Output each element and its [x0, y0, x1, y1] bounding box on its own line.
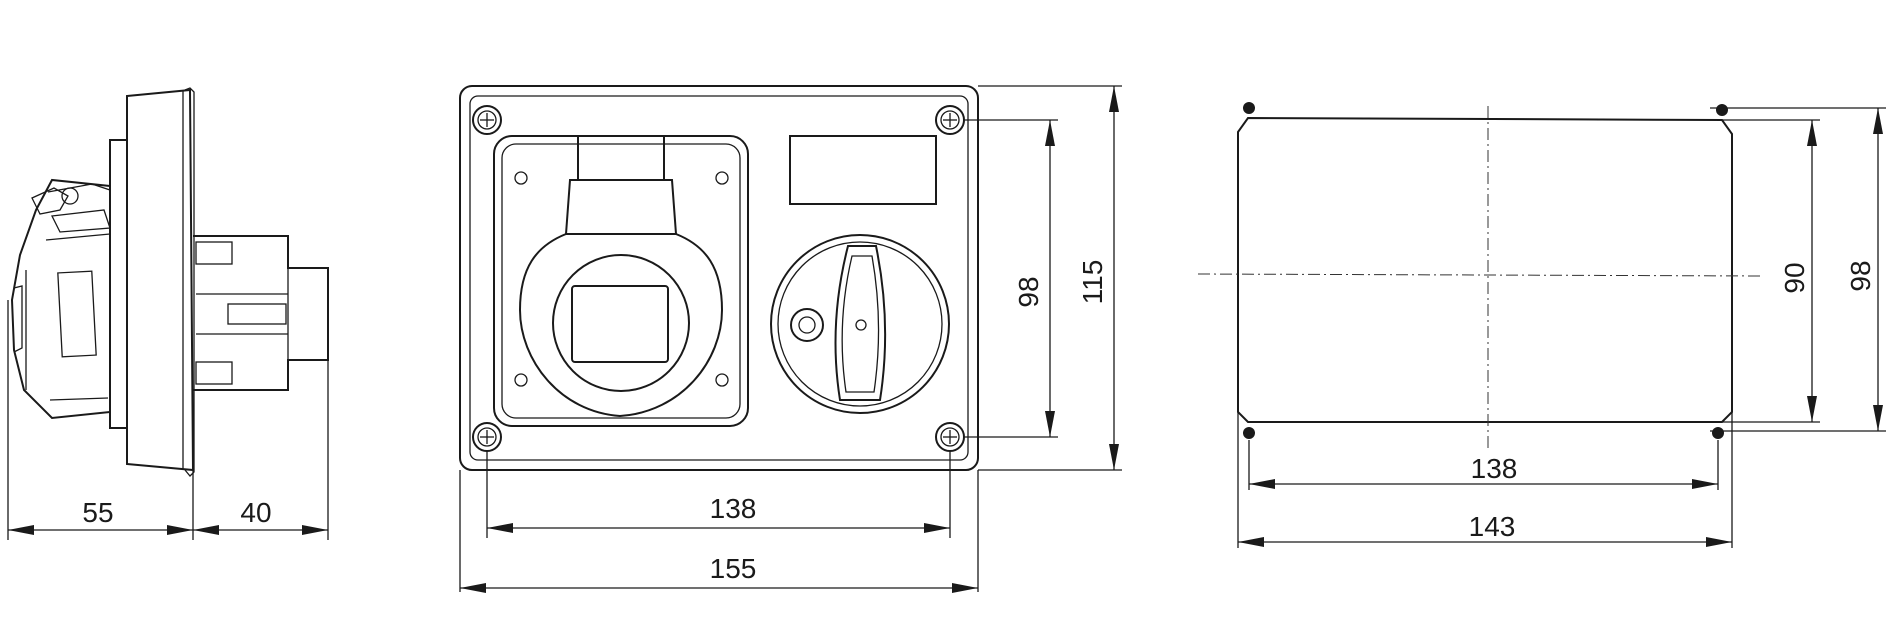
dim-front-hole-height: 98 [1013, 276, 1044, 307]
screw-icon [472, 105, 502, 135]
socket-hinge [577, 135, 665, 181]
side-step [109, 139, 127, 429]
dim-front-total-height: 115 [1077, 260, 1108, 305]
center-line-horizontal [1197, 273, 1763, 277]
label-window [789, 135, 937, 205]
dim-rear-hole-height: 90 [1779, 262, 1810, 293]
side-socket-housing [10, 178, 111, 420]
socket-face [552, 254, 690, 392]
mount-hole [1243, 427, 1255, 439]
rear-outline [1237, 116, 1733, 423]
screw-icon [935, 422, 965, 452]
socket-lid [564, 179, 678, 235]
screw-icon [935, 105, 965, 135]
dim-rear-total-height: 98 [1845, 260, 1876, 291]
front-frame-outer [459, 85, 979, 471]
rear-view: 138 143 90 98 [1197, 102, 1886, 548]
screw-icon [472, 422, 502, 452]
dim-side-depth-a: 55 [82, 497, 113, 528]
mount-hole [1712, 427, 1724, 439]
front-view: 138 155 98 115 [459, 85, 1122, 593]
dim-rear-hole-width: 138 [1471, 453, 1518, 484]
mount-hole [1243, 102, 1255, 114]
side-rear-body [193, 235, 329, 391]
mount-hole [1716, 104, 1728, 116]
dim-front-total-width: 155 [710, 553, 757, 584]
dim-front-hole-width: 138 [710, 493, 757, 524]
dim-side-depth-b: 40 [240, 497, 271, 528]
front-frame-inner [469, 95, 969, 461]
dim-rear-total-width: 143 [1469, 511, 1516, 542]
switch-handle [834, 245, 887, 401]
rotary-switch [770, 234, 950, 414]
side-view: 55 40 [7, 87, 329, 540]
